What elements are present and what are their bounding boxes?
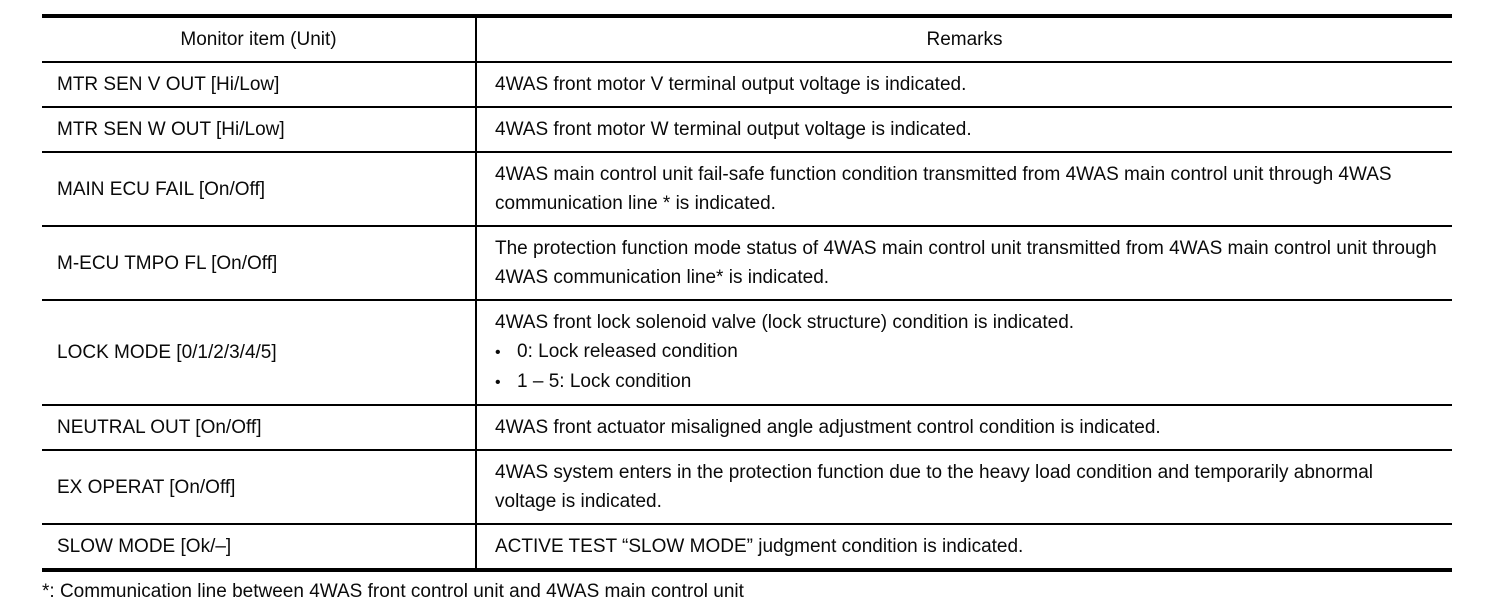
table-row: NEUTRAL OUT [On/Off] 4WAS front actuator…: [42, 405, 1452, 451]
remarks-cell: ACTIVE TEST “SLOW MODE” judgment conditi…: [476, 524, 1452, 571]
footnote: *: Communication line between 4WAS front…: [42, 581, 744, 602]
monitor-item-cell: MTR SEN V OUT [Hi/Low]: [42, 62, 477, 108]
monitor-item-cell: SLOW MODE [Ok/–]: [42, 524, 477, 571]
page: { "table": { "columns": { "monitor_item"…: [42, 14, 1452, 602]
remarks-cell: 4WAS system enters in the protection fun…: [476, 450, 1452, 525]
remark-text: 4WAS front lock solenoid valve (lock str…: [495, 312, 1075, 333]
table-row: EX OPERAT [On/Off] 4WAS system enters in…: [42, 450, 1452, 525]
remarks-cell: 4WAS main control unit fail-safe functio…: [476, 152, 1452, 227]
remarks-cell: 4WAS front actuator misaligned angle adj…: [476, 405, 1452, 451]
remarks-cell: 4WAS front motor W terminal output volta…: [476, 107, 1452, 153]
monitor-item-table: Monitor item (Unit) Remarks MTR SEN V OU…: [42, 14, 1452, 572]
table-header-row: Monitor item (Unit) Remarks: [42, 16, 1452, 63]
monitor-item-cell: EX OPERAT [On/Off]: [42, 450, 477, 525]
table-row: MTR SEN W OUT [Hi/Low] 4WAS front motor …: [42, 107, 1452, 153]
monitor-item-cell: LOCK MODE [0/1/2/3/4/5]: [42, 300, 477, 406]
bullet-item: • 1 – 5: Lock condition: [495, 367, 1438, 397]
bullet-text: 0: Lock released condition: [517, 341, 738, 362]
remarks-cell: 4WAS front lock solenoid valve (lock str…: [476, 300, 1452, 406]
remarks-cell: The protection function mode status of 4…: [476, 226, 1452, 301]
column-header-monitor-item: Monitor item (Unit): [42, 16, 477, 63]
table-row: MTR SEN V OUT [Hi/Low] 4WAS front motor …: [42, 62, 1452, 108]
table-row: LOCK MODE [0/1/2/3/4/5] 4WAS front lock …: [42, 300, 1452, 406]
monitor-item-cell: MAIN ECU FAIL [On/Off]: [42, 152, 477, 227]
bullet-text: 1 – 5: Lock condition: [517, 371, 692, 392]
monitor-item-cell: MTR SEN W OUT [Hi/Low]: [42, 107, 477, 153]
remarks-cell: 4WAS front motor V terminal output volta…: [476, 62, 1452, 108]
bullet-icon: •: [495, 344, 501, 361]
monitor-item-cell: NEUTRAL OUT [On/Off]: [42, 405, 477, 451]
document-body: Monitor item (Unit) Remarks MTR SEN V OU…: [42, 14, 1452, 605]
table-row: MAIN ECU FAIL [On/Off] 4WAS main control…: [42, 152, 1452, 227]
monitor-item-cell: M-ECU TMPO FL [On/Off]: [42, 226, 477, 301]
bullet-icon: •: [495, 374, 501, 391]
bullet-item: • 0: Lock released condition: [495, 337, 1438, 367]
column-header-remarks: Remarks: [476, 16, 1452, 63]
table-row: SLOW MODE [Ok/–] ACTIVE TEST “SLOW MODE”…: [42, 524, 1452, 571]
table-row: M-ECU TMPO FL [On/Off] The protection fu…: [42, 226, 1452, 301]
